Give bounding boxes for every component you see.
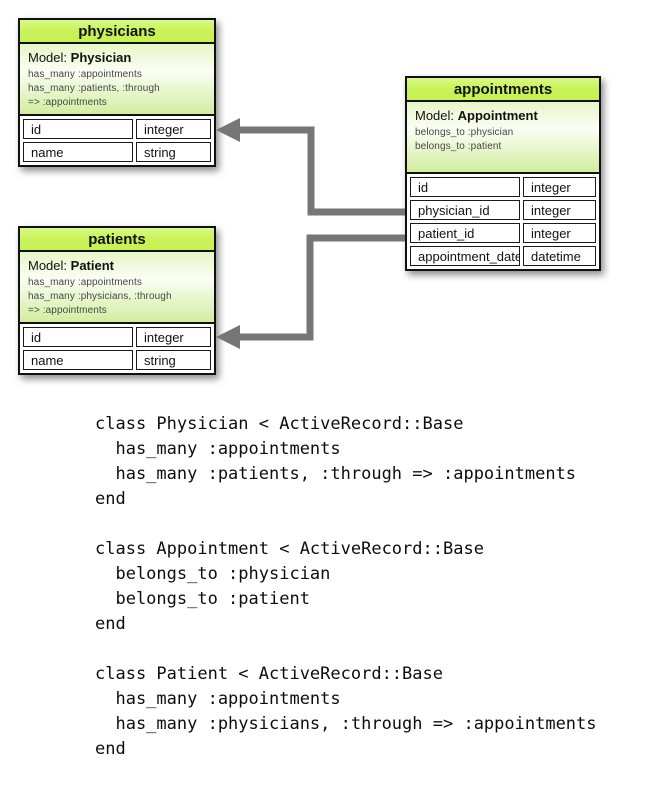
model-name: Patient: [70, 258, 114, 273]
column-name: patient_id: [410, 223, 520, 243]
column-type: string: [136, 142, 211, 162]
association-line: has_many :physicians, :through: [28, 291, 172, 302]
table-title: appointments: [407, 78, 599, 102]
table-title: physicians: [20, 20, 214, 44]
model-section: Model: Appointment belongs_to :physician…: [407, 102, 599, 174]
arrowhead-left-icon: [216, 118, 240, 142]
model-name: Appointment: [457, 108, 538, 123]
column-name: name: [23, 142, 133, 162]
column-rows: id integer name string: [20, 324, 214, 373]
column-rows: id integer physician_id integer patient_…: [407, 174, 599, 269]
column-name: physician_id: [410, 200, 520, 220]
table-patients: patients Model: Patient has_many :appoin…: [18, 226, 216, 375]
table-row: id integer: [410, 177, 596, 197]
column-type: integer: [523, 223, 596, 243]
code-line: end: [95, 489, 126, 509]
code-line: has_many :physicians, :through => :appoi…: [95, 714, 597, 734]
association-line: has_many :appointments: [28, 277, 142, 288]
code-line: end: [95, 739, 126, 759]
model-label: Model:: [415, 108, 455, 123]
code-block-physician: class Physician < ActiveRecord::Base has…: [95, 412, 597, 512]
association-line: => :appointments: [28, 97, 107, 108]
column-name: id: [410, 177, 520, 197]
model-line: Model: Physician: [28, 50, 206, 65]
model-line: Model: Patient: [28, 258, 206, 273]
table-row: id integer: [23, 119, 211, 139]
table-row: name string: [23, 142, 211, 162]
association-line: belongs_to :patient: [415, 141, 502, 152]
code-line: has_many :patients, :through => :appoint…: [95, 464, 577, 484]
code-line: belongs_to :patient: [95, 589, 310, 609]
model-section: Model: Physician has_many :appointments …: [20, 44, 214, 116]
association-line: belongs_to :physician: [415, 127, 514, 138]
fk-line-patient: [240, 234, 405, 341]
arrowhead-left-icon: [216, 325, 240, 349]
code-line: has_many :appointments: [95, 439, 341, 459]
association-line: => :appointments: [28, 305, 107, 316]
model-name: Physician: [70, 50, 132, 65]
column-type: integer: [523, 177, 596, 197]
column-type: datetime: [523, 246, 596, 266]
column-type: integer: [136, 327, 211, 347]
table-row: physician_id integer: [410, 200, 596, 220]
model-line: Model: Appointment: [415, 108, 591, 123]
code-line: has_many :appointments: [95, 689, 341, 709]
code-line: class Patient < ActiveRecord::Base: [95, 664, 443, 684]
fk-arrow-patient: [216, 234, 405, 349]
table-title: patients: [20, 228, 214, 252]
column-name: appointment_date: [410, 246, 520, 266]
table-row: name string: [23, 350, 211, 370]
table-appointments: appointments Model: Appointment belongs_…: [405, 76, 601, 271]
code-line: belongs_to :physician: [95, 564, 331, 584]
column-name: id: [23, 327, 133, 347]
model-section: Model: Patient has_many :appointments ha…: [20, 252, 214, 324]
fk-arrow-physician: [216, 118, 405, 216]
column-rows: id integer name string: [20, 116, 214, 165]
code-line: class Physician < ActiveRecord::Base: [95, 414, 464, 434]
table-row: id integer: [23, 327, 211, 347]
table-physicians: physicians Model: Physician has_many :ap…: [18, 18, 216, 167]
code-sample: class Physician < ActiveRecord::Base has…: [95, 412, 597, 787]
code-block-patient: class Patient < ActiveRecord::Base has_m…: [95, 662, 597, 762]
column-name: id: [23, 119, 133, 139]
code-line: class Appointment < ActiveRecord::Base: [95, 539, 484, 559]
code-block-appointment: class Appointment < ActiveRecord::Base b…: [95, 537, 597, 637]
code-line: end: [95, 614, 126, 634]
column-type: string: [136, 350, 211, 370]
model-label: Model:: [28, 50, 68, 65]
column-name: name: [23, 350, 133, 370]
association-line: has_many :patients, :through: [28, 83, 160, 94]
column-type: integer: [136, 119, 211, 139]
table-row: appointment_date datetime: [410, 246, 596, 266]
table-row: patient_id integer: [410, 223, 596, 243]
model-label: Model:: [28, 258, 68, 273]
fk-line-physician: [240, 126, 405, 216]
column-type: integer: [523, 200, 596, 220]
association-line: has_many :appointments: [28, 69, 142, 80]
